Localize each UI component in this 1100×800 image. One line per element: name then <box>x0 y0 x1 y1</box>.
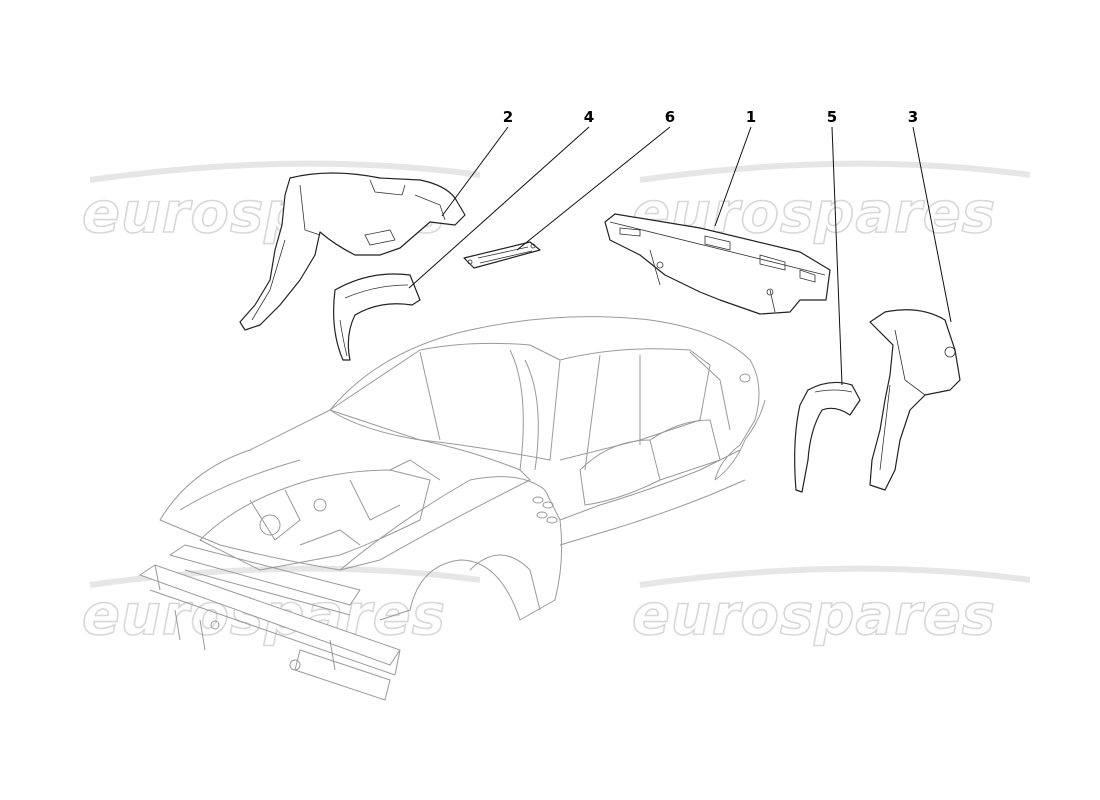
callout-3[interactable]: 3 <box>908 108 918 126</box>
part-1-rear-panel[interactable] <box>604 213 831 315</box>
leader-line-5 <box>831 126 843 386</box>
part-2-rear-inner-quarter-panel[interactable] <box>239 172 466 331</box>
callout-4[interactable]: 4 <box>584 108 594 126</box>
leader-line-1 <box>714 126 752 227</box>
watermark-swoosh <box>639 565 1031 588</box>
watermark-text-top-right: eurospares <box>632 181 996 246</box>
part-6-bracket-plate[interactable] <box>463 241 541 269</box>
part-3-rear-outer-quarter-panel[interactable] <box>869 309 961 491</box>
callout-2[interactable]: 2 <box>503 108 513 126</box>
watermark-swoosh <box>89 565 481 588</box>
leader-line-3 <box>912 126 952 323</box>
watermark-text-bottom-right: eurospares <box>632 583 996 648</box>
watermark-swoosh <box>639 160 1031 183</box>
watermark-swoosh <box>89 160 481 183</box>
callout-5[interactable]: 5 <box>827 108 837 126</box>
leader-line-6 <box>516 126 671 251</box>
callout-1[interactable]: 1 <box>746 108 756 126</box>
part-5-wheel-arch-liner-right[interactable] <box>794 381 861 493</box>
leader-line-4 <box>408 126 590 289</box>
leader-lines <box>408 126 952 386</box>
part-4-wheel-arch-liner-left[interactable] <box>333 273 421 361</box>
callout-labels: 2 4 6 1 5 3 <box>503 108 918 126</box>
watermark-group: eurospares eurospares eurospares eurospa… <box>81 160 1031 649</box>
callout-6[interactable]: 6 <box>665 108 675 126</box>
car-body-shell <box>138 316 766 701</box>
leader-line-2 <box>441 126 509 217</box>
